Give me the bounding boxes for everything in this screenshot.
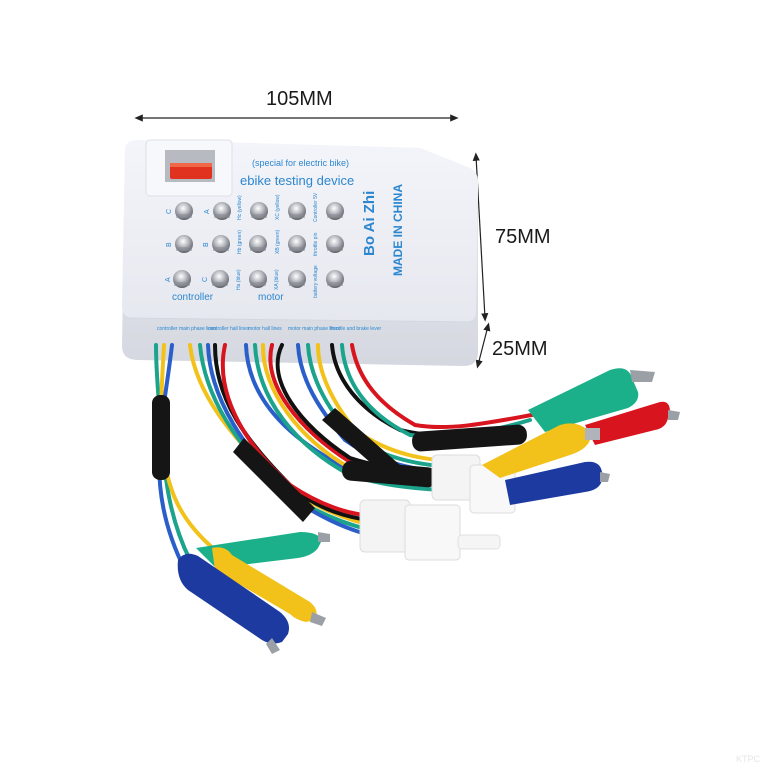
clip-blue — [505, 461, 602, 505]
led-function-labels: Hc (yellow) Hb (green) Ha (blue) XC (yel… — [236, 192, 319, 298]
height-dimension-label: 75MM — [495, 226, 551, 248]
led-indicator — [288, 202, 306, 220]
svg-text:B: B — [203, 242, 210, 247]
led-indicator — [175, 235, 193, 253]
alligator-clips-left — [177, 532, 330, 654]
heat-shrink-sleeves — [152, 395, 527, 522]
svg-text:Hb (green): Hb (green) — [237, 230, 243, 254]
led-grid — [173, 202, 344, 288]
led-indicator — [326, 235, 344, 253]
svg-text:XC (yellow): XC (yellow) — [275, 194, 281, 220]
svg-text:C: C — [202, 277, 209, 282]
led-indicator — [213, 202, 231, 220]
width-dimension-label: 105MM — [266, 88, 333, 110]
brand-label: Bo Ai Zhi — [361, 191, 378, 256]
led-indicator — [175, 202, 193, 220]
led-indicator — [288, 270, 306, 288]
device-title: ebike testing device — [240, 173, 354, 188]
clip-yellow — [212, 547, 317, 622]
watermark: KTPC — [735, 754, 760, 764]
depth-dimension-label: 25MM — [492, 338, 548, 360]
svg-text:Controller 5V: Controller 5V — [313, 192, 319, 222]
led-indicator — [173, 270, 191, 288]
white-connectors — [359, 454, 516, 561]
svg-text:B: B — [166, 242, 173, 247]
alligator-clips-right — [482, 368, 680, 505]
clip-green — [528, 368, 639, 432]
svg-text:A: A — [204, 209, 211, 214]
svg-text:A: A — [165, 277, 172, 282]
svg-text:XB (green): XB (green) — [275, 229, 281, 254]
svg-text:Ha (blue): Ha (blue) — [236, 269, 242, 290]
clip-yellow — [482, 423, 590, 478]
led-indicator — [212, 235, 230, 253]
svg-text:battery voltage: battery voltage — [313, 265, 319, 298]
led-letter-labels: C B A A B C — [165, 209, 211, 282]
svg-text:C: C — [166, 209, 173, 214]
svg-text:throttle pin: throttle pin — [313, 232, 319, 256]
led-indicator — [249, 270, 267, 288]
clip-red — [585, 401, 670, 445]
motor-section-label: motor — [258, 292, 284, 303]
power-switch[interactable] — [145, 139, 233, 197]
svg-text:controller main phase lines: controller main phase lines — [157, 326, 217, 332]
led-indicator — [326, 202, 344, 220]
led-indicator — [326, 270, 344, 288]
svg-text:motor hall lines: motor hall lines — [248, 326, 282, 332]
clip-blue — [177, 553, 289, 644]
device-subtitle: (special for electric bike) — [252, 158, 349, 168]
origin-label: MADE IN CHINA — [391, 184, 405, 276]
svg-text:controller hall lines: controller hall lines — [208, 326, 250, 332]
svg-text:XA (blue): XA (blue) — [274, 269, 280, 290]
svg-text:throttle and brake lever: throttle and brake lever — [330, 326, 381, 332]
led-indicator — [288, 235, 306, 253]
svg-text:Hc (yellow): Hc (yellow) — [237, 195, 243, 220]
svg-text:motor main phase lines: motor main phase lines — [288, 326, 340, 332]
led-indicator — [211, 270, 229, 288]
led-indicator — [250, 202, 268, 220]
port-labels: controller main phase lines controller h… — [157, 326, 381, 332]
controller-section-label: controller — [172, 292, 214, 303]
led-indicator — [249, 235, 267, 253]
